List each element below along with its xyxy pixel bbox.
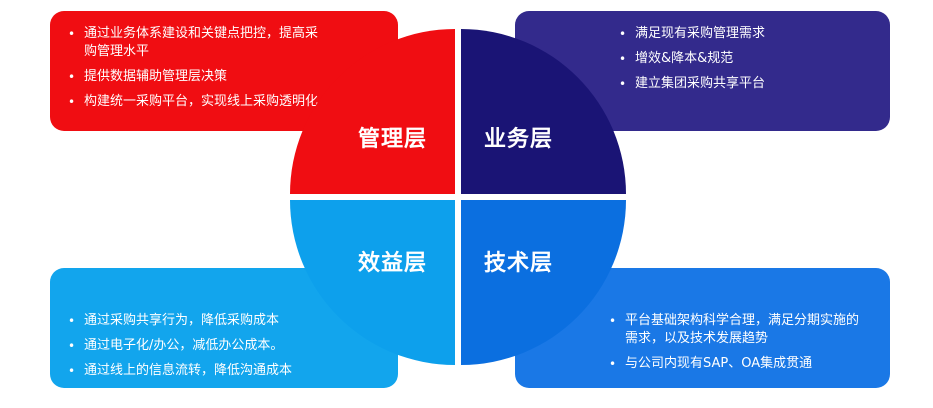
business-point: 满足现有采购管理需求	[615, 25, 890, 43]
management-point: 构建统一采购平台，实现线上采购透明化	[64, 93, 318, 111]
technology-label: 技术层	[484, 251, 554, 276]
management-point: 通过业务体系建设和关键点把控，提高采购管理水平	[64, 25, 318, 61]
management-point-list: 通过业务体系建设和关键点把控，提高采购管理水平 提供数据辅助管理层决策 构建统一…	[64, 25, 318, 111]
benefit-point: 通过采购共享行为，降低采购成本	[64, 312, 378, 330]
technology-point: 与公司内现有SAP、OA集成贯通	[605, 355, 870, 373]
business-point-list: 满足现有采购管理需求 增效&降本&规范 建立集团采购共享平台	[615, 25, 890, 93]
management-quadrant	[290, 29, 455, 194]
technology-point: 平台基础架构科学合理，满足分期实施的需求，以及技术发展趋势	[605, 312, 870, 348]
benefit-point-list: 通过采购共享行为，降低采购成本 通过电子化/办公，减低办公成本。 通过线上的信息…	[64, 312, 378, 380]
business-point: 建立集团采购共享平台	[615, 75, 890, 93]
quadrant-circle-graphic	[290, 29, 626, 365]
benefit-label: 效益层	[358, 251, 428, 276]
technology-quadrant	[461, 200, 626, 365]
quadrant-circle: 管理层 业务层 效益层 技术层	[290, 29, 626, 365]
benefit-quadrant	[290, 200, 455, 365]
business-point: 增效&降本&规范	[615, 50, 890, 68]
management-text-box: 通过业务体系建设和关键点把控，提高采购管理水平 提供数据辅助管理层决策 构建统一…	[50, 11, 398, 131]
technology-point-list: 平台基础架构科学合理，满足分期实施的需求，以及技术发展趋势 与公司内现有SAP、…	[605, 312, 870, 373]
business-quadrant	[461, 29, 626, 194]
business-label: 业务层	[484, 127, 554, 152]
management-label: 管理层	[358, 127, 428, 152]
benefit-point: 通过电子化/办公，减低办公成本。	[64, 337, 378, 355]
benefit-point: 通过线上的信息流转，降低沟通成本	[64, 362, 378, 380]
management-point: 提供数据辅助管理层决策	[64, 68, 318, 86]
